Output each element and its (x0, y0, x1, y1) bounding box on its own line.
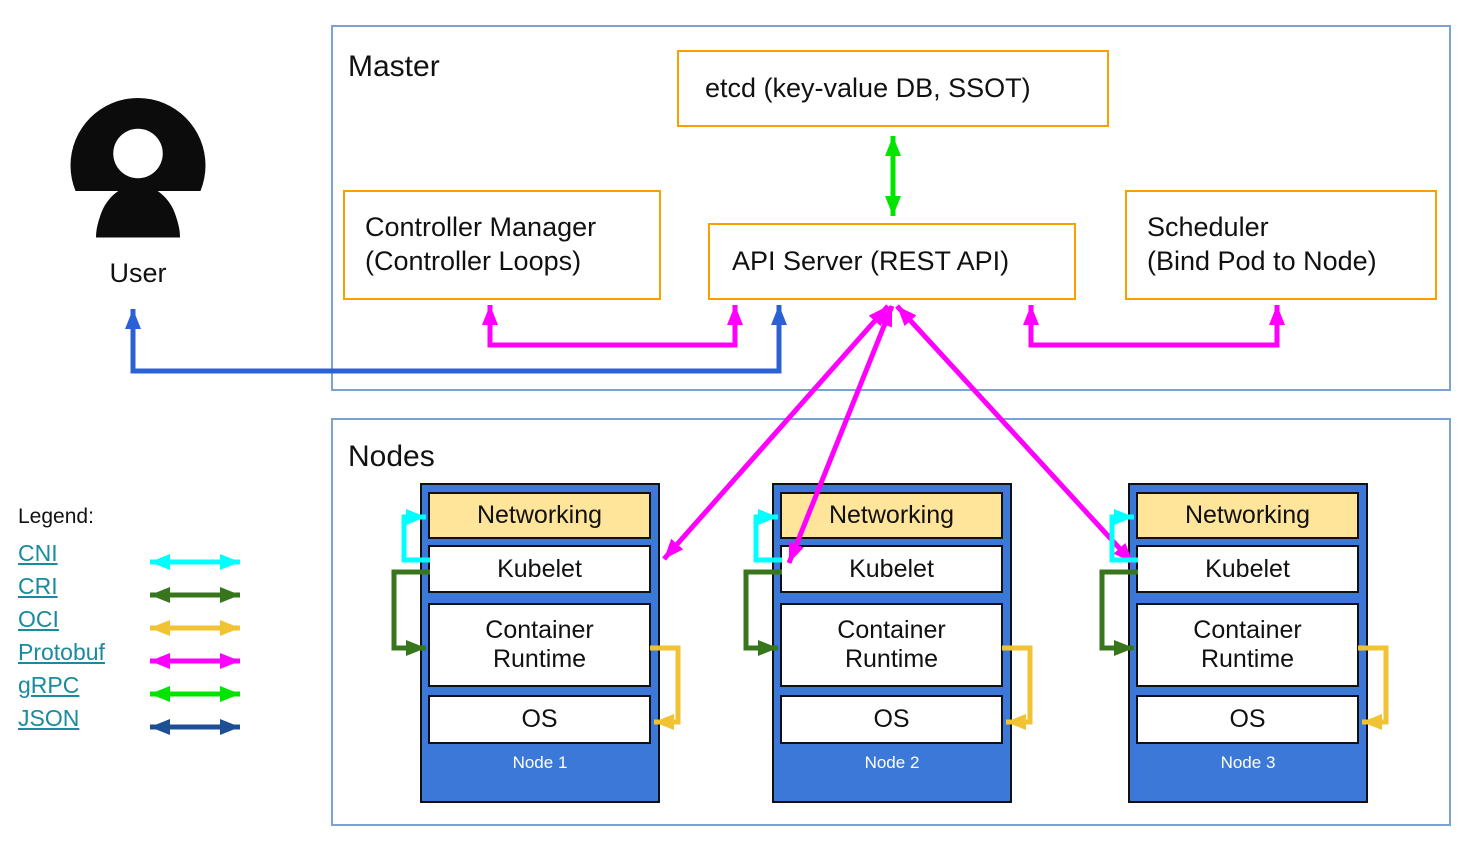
node2-box: Networking Kubelet Container Runtime OS … (772, 483, 1012, 803)
legend-item-grpc: gRPC (18, 669, 105, 702)
etcd-label: etcd (key-value DB, SSOT) (705, 72, 1031, 103)
node1-name: Node 1 (512, 753, 568, 772)
node2-container-runtime-layer: Container Runtime (780, 603, 1003, 687)
node1-kubelet-label: Kubelet (497, 554, 582, 583)
nodes-title: Nodes (348, 440, 435, 473)
legend-item-json: JSON (18, 702, 105, 735)
scheduler-box: Scheduler (Bind Pod to Node) (1125, 190, 1437, 300)
scheduler-label-line2: (Bind Pod to Node) (1147, 246, 1377, 276)
node2-container-runtime-label: Container Runtime (837, 616, 946, 673)
legend-link-cni[interactable]: CNI (18, 540, 58, 566)
legend-item-oci: OCI (18, 603, 105, 636)
scheduler-label-line1: Scheduler (1147, 212, 1269, 243)
master-title: Master (348, 50, 440, 83)
node2-os-layer: OS (780, 695, 1003, 744)
node3-container-runtime-label: Container Runtime (1193, 616, 1302, 673)
controller-manager-label-line2: (Controller Loops) (365, 246, 582, 276)
legend: Legend: CNI CRI OCI Protobuf gRPC JSON (18, 505, 105, 735)
node3-networking-layer: Networking (1136, 492, 1359, 539)
controller-manager-box: Controller Manager (Controller Loops) (343, 190, 661, 300)
legend-item-protobuf: Protobuf (18, 636, 105, 669)
node3-kubelet-layer: Kubelet (1136, 545, 1359, 593)
node3-container-runtime-layer: Container Runtime (1136, 603, 1359, 687)
node1-container-runtime-label: Container Runtime (485, 616, 594, 673)
user-icon (63, 98, 213, 245)
legend-item-cni: CNI (18, 537, 105, 570)
etcd-box: etcd (key-value DB, SSOT) (677, 50, 1109, 127)
legend-item-cri: CRI (18, 570, 105, 603)
node1-networking-label: Networking (476, 501, 603, 530)
node3-os-layer: OS (1136, 695, 1359, 744)
legend-link-json[interactable]: JSON (18, 705, 80, 731)
node1-container-runtime-layer: Container Runtime (428, 603, 651, 687)
node2-name: Node 2 (864, 753, 920, 772)
node3-name: Node 3 (1220, 753, 1276, 772)
node2-networking-label: Networking (828, 501, 955, 530)
node2-os-label: OS (873, 705, 910, 734)
node3-networking-label: Networking (1184, 501, 1311, 530)
node1-os-layer: OS (428, 695, 651, 744)
user-label: User (109, 258, 167, 288)
legend-link-oci[interactable]: OCI (18, 606, 59, 632)
legend-link-protobuf[interactable]: Protobuf (18, 639, 105, 665)
node2-kubelet-label: Kubelet (849, 554, 934, 583)
node1-os-label: OS (521, 705, 558, 734)
node2-kubelet-layer: Kubelet (780, 545, 1003, 593)
node3-kubelet-label: Kubelet (1205, 554, 1290, 583)
legend-title: Legend: (18, 505, 94, 528)
api-server-box: API Server (REST API) (708, 223, 1076, 300)
api-server-label: API Server (REST API) (732, 245, 1010, 276)
node3-box: Networking Kubelet Container Runtime OS … (1128, 483, 1368, 803)
controller-manager-label-line1: Controller Manager (365, 212, 597, 243)
legend-link-cri[interactable]: CRI (18, 573, 58, 599)
legend-link-grpc[interactable]: gRPC (18, 672, 80, 698)
node3-os-label: OS (1229, 705, 1266, 734)
node1-box: Networking Kubelet Container Runtime OS … (420, 483, 660, 803)
node1-networking-layer: Networking (428, 492, 651, 539)
node1-kubelet-layer: Kubelet (428, 545, 651, 593)
node2-networking-layer: Networking (780, 492, 1003, 539)
